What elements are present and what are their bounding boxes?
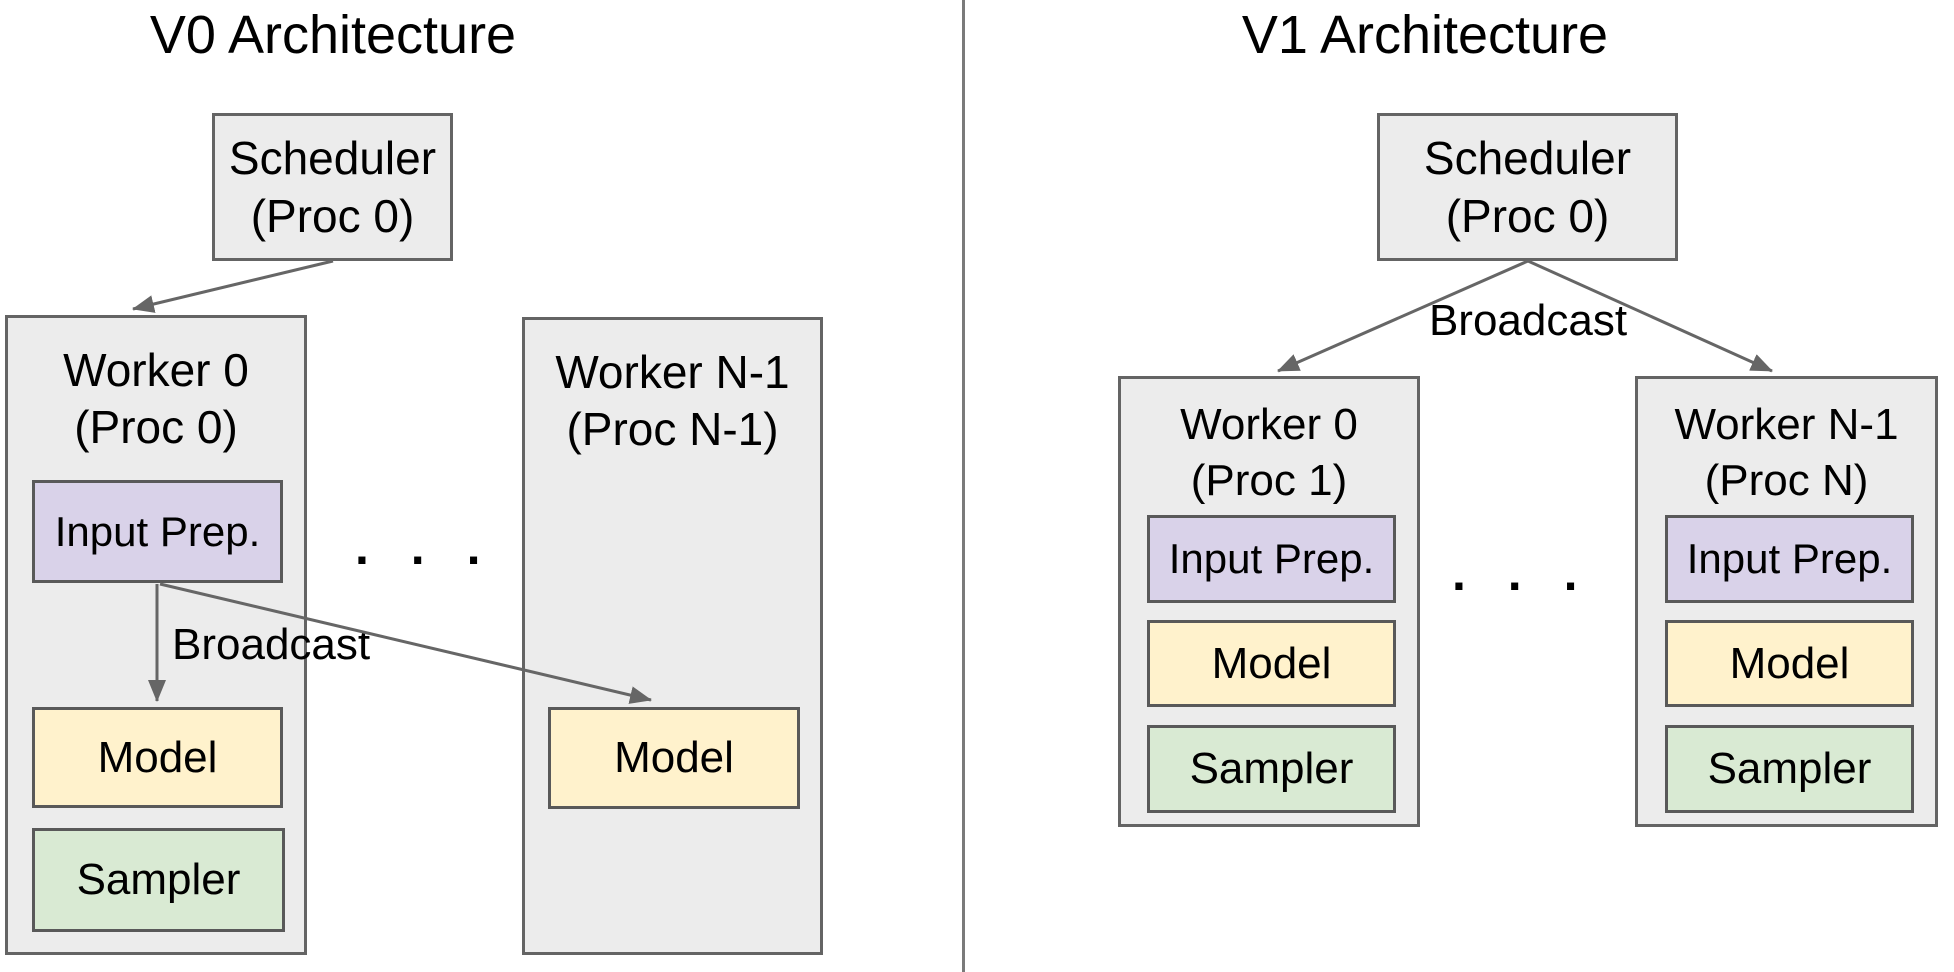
v1-ellipsis: . . . — [1452, 545, 1592, 601]
v1-scheduler-proc: (Proc 0) — [1445, 190, 1610, 242]
v0-workerN-box: Worker N-1 (Proc N-1) Model — [522, 317, 823, 955]
v1-broadcast-label: Broadcast — [1428, 296, 1628, 345]
v0-worker0-input-prep-block: Input Prep. — [32, 480, 283, 583]
v1-worker0-sampler-block: Sampler — [1147, 725, 1396, 813]
v1-worker0-proc: (Proc 1) — [1190, 456, 1348, 505]
v1-scheduler-name: Scheduler — [1423, 132, 1632, 184]
v1-workerN-title: Worker N-1 (Proc N) — [1638, 397, 1935, 509]
v0-broadcast-label: Broadcast — [172, 620, 371, 669]
v0-workerN-name: Worker N-1 — [555, 346, 790, 398]
v0-title: V0 Architecture — [149, 5, 517, 65]
v1-workerN-proc: (Proc N) — [1704, 456, 1869, 505]
v0-scheduler-proc: (Proc 0) — [250, 190, 415, 242]
v1-workerN-sampler-block: Sampler — [1665, 725, 1914, 813]
v1-worker0-model-block: Model — [1147, 620, 1396, 707]
v1-worker0-title: Worker 0 (Proc 1) — [1121, 397, 1417, 509]
v1-workerN-name: Worker N-1 — [1674, 400, 1899, 449]
v0-ellipsis: . . . — [355, 519, 495, 575]
v1-scheduler-box: Scheduler (Proc 0) — [1377, 113, 1678, 261]
v0-scheduler-name: Scheduler — [228, 132, 437, 184]
v0-worker0-name: Worker 0 — [63, 344, 249, 396]
v0-worker0-proc: (Proc 0) — [74, 401, 238, 453]
v0-workerN-title: Worker N-1 (Proc N-1) — [525, 344, 820, 458]
v0-worker0-title: Worker 0 (Proc 0) — [8, 342, 304, 456]
v0-workerN-proc: (Proc N-1) — [566, 403, 779, 455]
v1-worker0-input-prep-block: Input Prep. — [1147, 515, 1396, 603]
v1-workerN-input-prep-block: Input Prep. — [1665, 515, 1914, 603]
v0-worker0-model-block: Model — [32, 707, 283, 808]
v0-worker0-sampler-block: Sampler — [32, 828, 285, 932]
v1-worker0-name: Worker 0 — [1180, 400, 1358, 449]
v1-workerN-box: Worker N-1 (Proc N) Input Prep. Model Sa… — [1635, 376, 1938, 827]
arrow-v0-scheduler-to-worker0 — [132, 259, 334, 313]
panel-divider — [962, 0, 965, 972]
v0-workerN-model-block: Model — [548, 707, 800, 809]
v1-worker0-box: Worker 0 (Proc 1) Input Prep. Model Samp… — [1118, 376, 1420, 827]
v1-title: V1 Architecture — [1241, 5, 1609, 65]
v0-scheduler-box: Scheduler (Proc 0) — [212, 113, 453, 261]
v1-workerN-model-block: Model — [1665, 620, 1914, 707]
